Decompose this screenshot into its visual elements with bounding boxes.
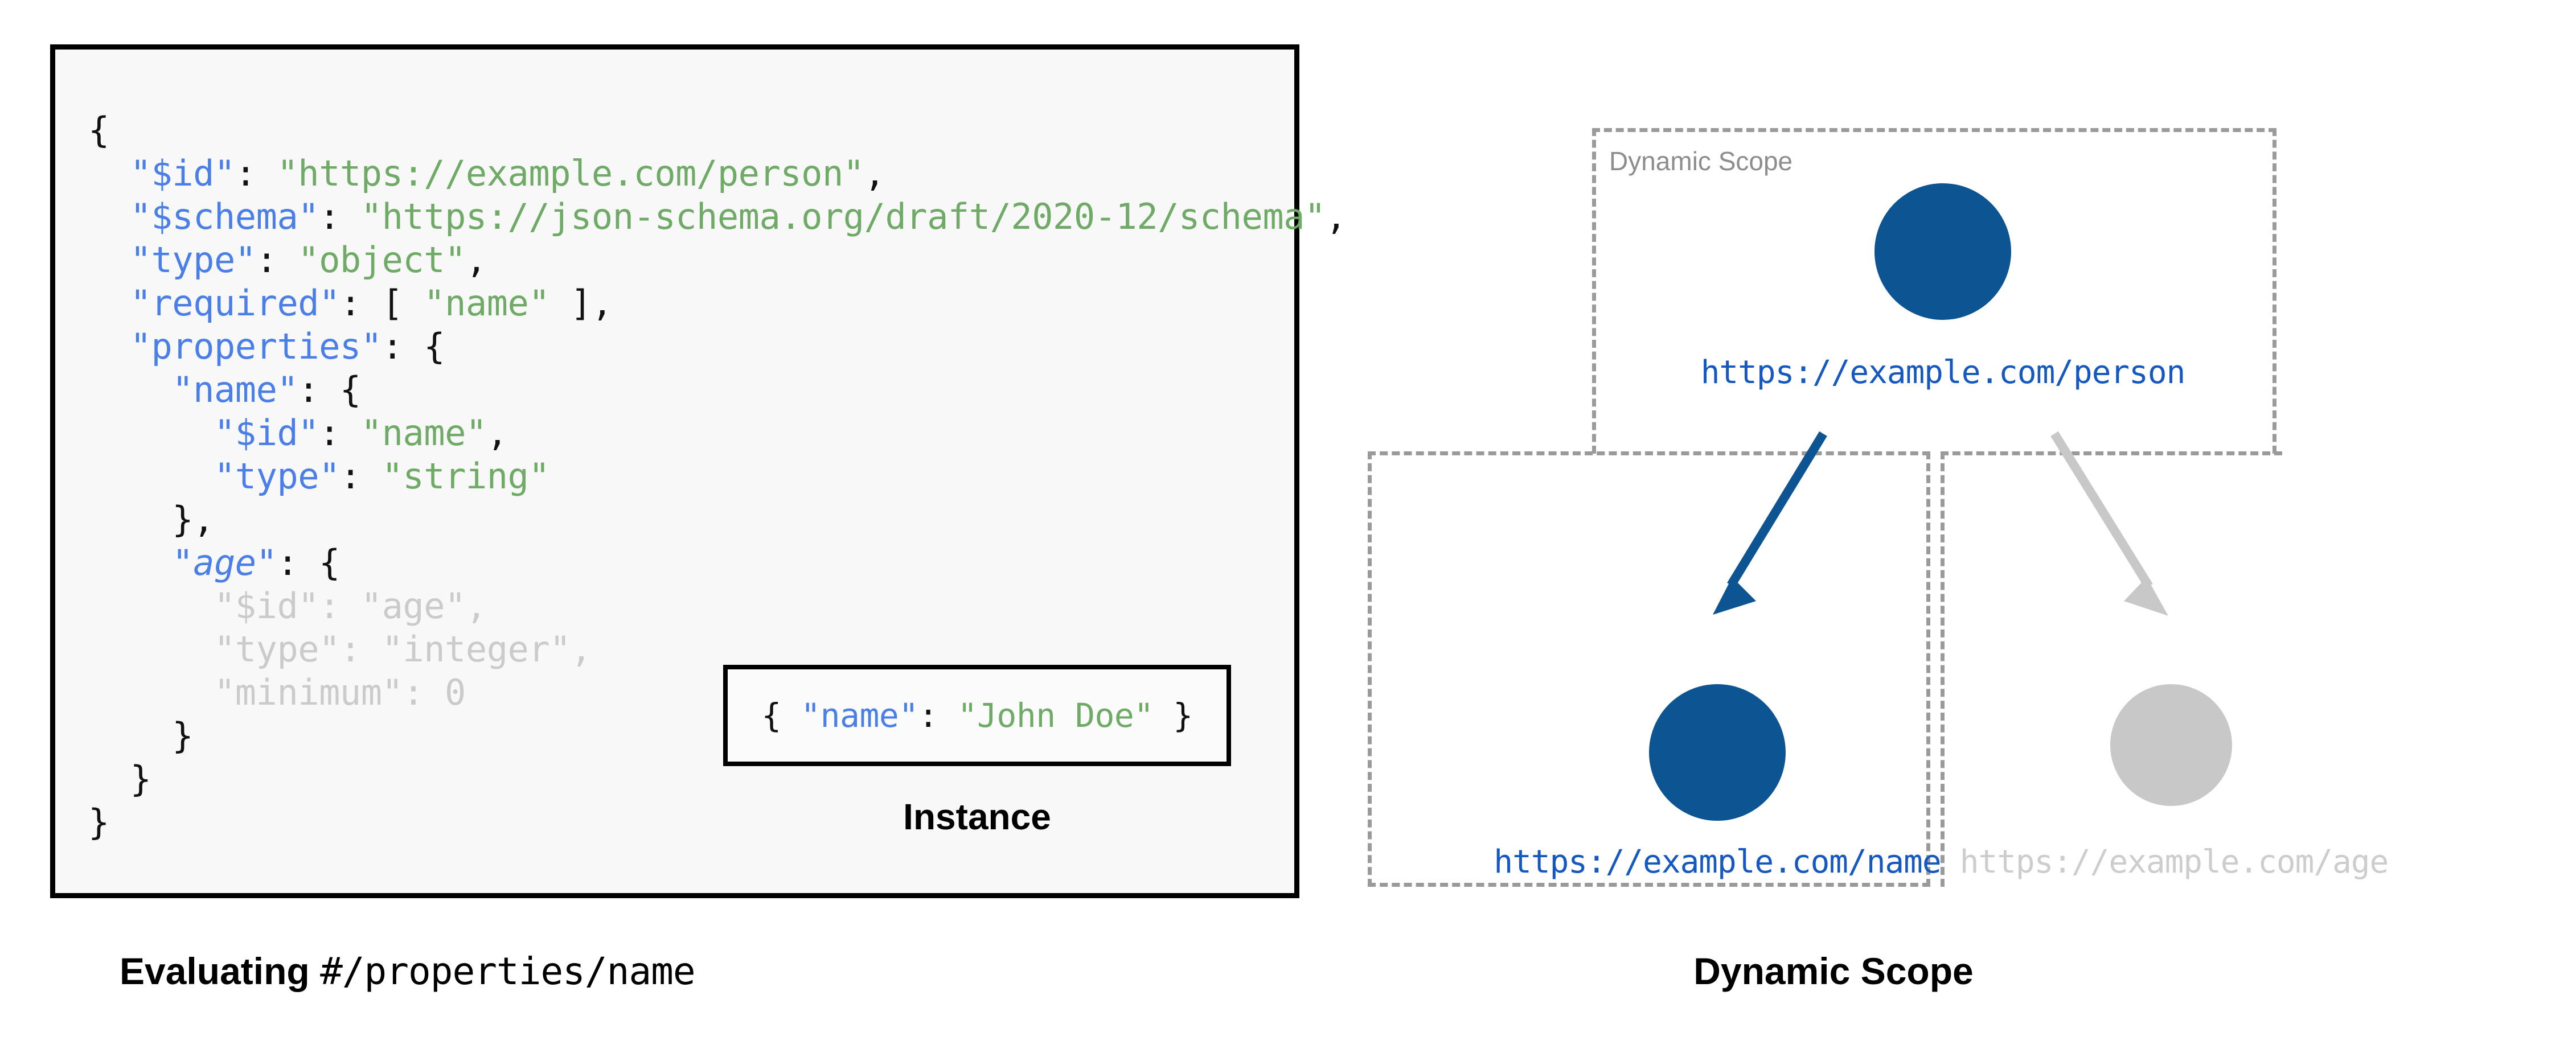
code-line: { (88, 109, 109, 151)
code-token: } (88, 801, 109, 843)
code-token: : (918, 696, 958, 735)
code-line: "type": "object", (88, 239, 487, 281)
code-token: "name" (801, 696, 918, 735)
code-token: "name" (424, 282, 550, 324)
code-token: "https://example.com/person" (277, 153, 864, 194)
code-token: "required" (130, 282, 341, 324)
node-label-age: https://example.com/age (1959, 844, 2389, 881)
code-token: "John Doe" (957, 696, 1154, 735)
scope-box-name (1368, 451, 1930, 887)
code-line: "$id": "https://example.com/person", (88, 153, 885, 194)
scope-box-age (1941, 451, 2282, 887)
code-token: "name" (360, 412, 487, 454)
code-line: "type": "integer", (88, 628, 592, 670)
code-token: , (465, 239, 487, 281)
instance-label: Instance (903, 796, 1051, 837)
code-token (88, 196, 130, 237)
code-token: ], (549, 282, 613, 324)
instance-code: { "name": "John Doe" } (761, 696, 1193, 735)
code-token: : { (298, 369, 361, 410)
code-token (88, 455, 214, 497)
code-token: "type" (214, 455, 340, 497)
code-line: } (88, 715, 193, 756)
code-token: "https://json-schema.org/draft/2020-12/s… (360, 196, 1326, 237)
right-caption: Dynamic Scope (1693, 950, 1974, 992)
code-token: : (256, 239, 298, 281)
scope-box-root (1592, 128, 2276, 454)
code-token: } (88, 715, 194, 756)
code-token: "name" (172, 369, 298, 410)
arrow-layer (1713, 431, 2168, 616)
code-token: "type" (130, 239, 256, 281)
code-token: "minimum": 0 (88, 672, 466, 713)
code-line: "$schema": "https://json-schema.org/draf… (88, 196, 1347, 237)
code-token: "properties" (130, 326, 382, 367)
code-token: , (1325, 196, 1347, 237)
code-line: "$id": "name", (88, 412, 508, 454)
code-token (88, 412, 214, 454)
schema-code-panel: { "$id": "https://example.com/person", "… (50, 44, 1347, 898)
code-token (88, 153, 130, 194)
code-token: : { (382, 326, 445, 367)
code-token: "string" (382, 455, 550, 497)
node-label-name: https://example.com/name (1494, 844, 1941, 881)
schema-code-block: { "$id": "https://example.com/person", "… (88, 109, 1347, 844)
code-line: } (88, 801, 109, 843)
code-token: { (761, 696, 801, 735)
code-token: }, (88, 499, 214, 540)
code-token (88, 282, 130, 324)
arrow-person-to-age (2050, 431, 2168, 616)
code-token: "type": "integer", (88, 628, 592, 670)
code-line: "age": { (88, 542, 340, 583)
code-token: , (486, 412, 508, 454)
code-token: "age" (172, 542, 277, 583)
code-line: "required": [ "name" ], (88, 282, 613, 324)
code-token: "$id": "age", (88, 585, 487, 627)
code-token (88, 542, 172, 583)
code-token: } (1153, 696, 1193, 735)
node-name[interactable] (1649, 684, 1786, 821)
code-token: { (88, 109, 109, 151)
node-age[interactable] (2110, 684, 2232, 806)
code-token: : (319, 196, 361, 237)
code-token: , (864, 153, 885, 194)
code-token: "$id" (214, 412, 319, 454)
code-line: "properties": { (88, 326, 445, 367)
code-token (88, 326, 130, 367)
left-caption: Evaluating #/properties/name (120, 949, 696, 993)
code-line: "$id": "age", (88, 585, 487, 627)
dynamic-scope-diagram: Dynamic Scope https://example.com/person… (1355, 108, 2389, 916)
left-caption-pointer: #/properties/name (320, 949, 696, 993)
code-token (88, 239, 130, 281)
code-line: "type": "string" (88, 455, 550, 497)
code-line: "minimum": 0 (88, 672, 466, 713)
node-person[interactable] (1874, 183, 2011, 320)
code-token: : (235, 153, 277, 194)
instance-box: { "name": "John Doe" } (723, 665, 1231, 766)
code-token: : [ (339, 282, 424, 324)
code-token: : { (277, 542, 340, 583)
code-token: : (319, 412, 361, 454)
scope-box-label: Dynamic Scope (1609, 146, 1793, 176)
code-token: "$id" (130, 153, 236, 194)
code-token: } (88, 758, 151, 800)
code-line: }, (88, 499, 214, 540)
code-token: "object" (298, 239, 466, 281)
left-caption-bold: Evaluating (120, 950, 321, 992)
code-token: "$schema" (130, 196, 319, 237)
node-label-person: https://example.com/person (1700, 354, 2186, 391)
code-token: : (339, 455, 382, 497)
code-token (88, 369, 172, 410)
code-line: "name": { (88, 369, 361, 410)
arrow-person-to-name (1713, 431, 1827, 615)
code-line: } (88, 758, 151, 800)
